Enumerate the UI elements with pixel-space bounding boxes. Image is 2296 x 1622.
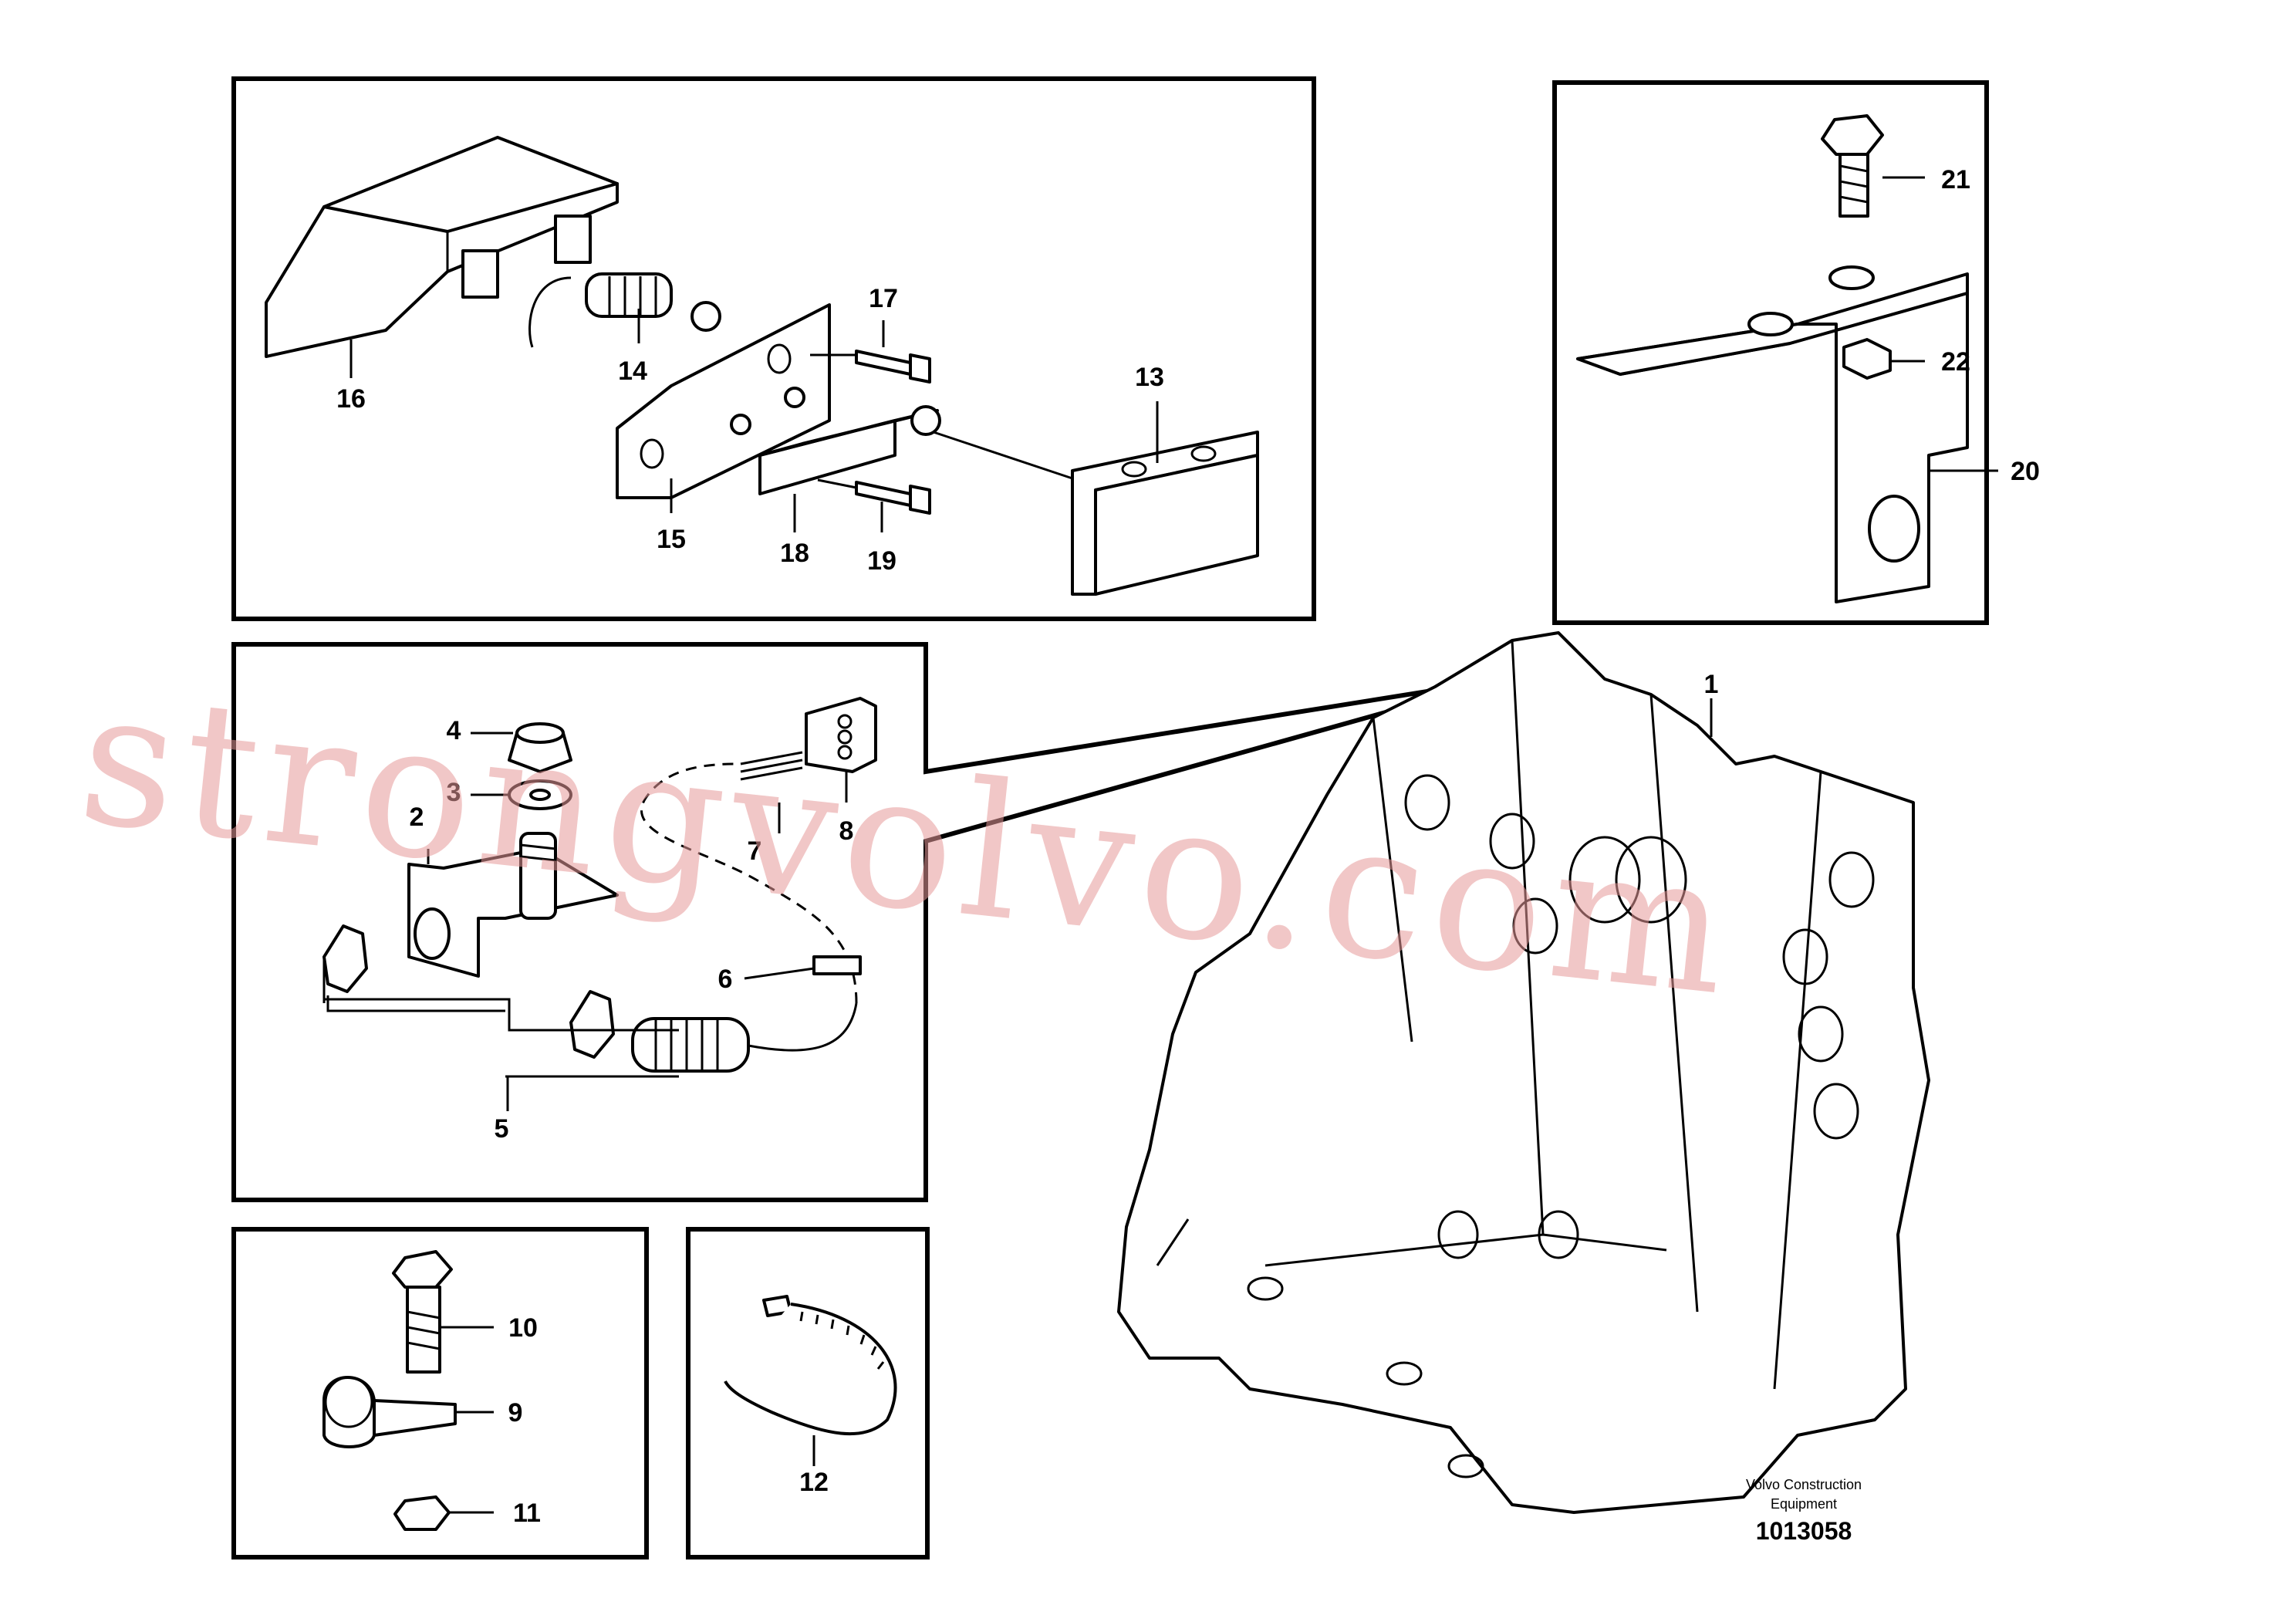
callout-11: 11 (513, 1499, 541, 1528)
panel-sensor-assembly (231, 642, 1505, 1202)
wire-harness-part (640, 751, 862, 1004)
callout-22: 22 (1941, 347, 1970, 377)
callout-13: 13 (1135, 363, 1164, 392)
panel-sensor-bracket (231, 76, 1316, 621)
callout-2: 2 (410, 803, 424, 832)
callout-12: 12 (799, 1468, 829, 1497)
bracket-part (407, 847, 619, 978)
plate-part (616, 303, 831, 499)
callout-9: 9 (508, 1398, 523, 1428)
panel-clamp (231, 1227, 649, 1559)
panel-plate-bracket (1552, 80, 1989, 625)
cover-part (265, 136, 619, 358)
panel-cable-tie (686, 1227, 930, 1559)
callout-18: 18 (780, 539, 809, 568)
callout-17: 17 (869, 284, 898, 313)
nut-part (508, 722, 572, 773)
callout-8: 8 (839, 816, 854, 846)
callout-labels: 1 2 3 4 5 6 7 8 9 10 11 12 13 14 15 16 1… (336, 165, 2040, 1528)
credit-line-1: Volvo Construction (1746, 1477, 1862, 1492)
sensor-part (528, 272, 721, 348)
credit-line-2: Equipment (1771, 1496, 1837, 1512)
bolt-part (810, 350, 941, 515)
callout-10: 10 (508, 1313, 538, 1343)
proximity-sensor-part (631, 1002, 858, 1073)
callout-7: 7 (748, 836, 762, 866)
cable-tie-part (724, 1295, 897, 1436)
stud-part (519, 832, 557, 920)
callout-14: 14 (618, 357, 647, 386)
angle-bracket-part (933, 431, 1259, 596)
nut-22-part (1842, 338, 1892, 380)
callout-20: 20 (2011, 457, 2040, 486)
callout-6: 6 (718, 965, 733, 994)
callout-5: 5 (495, 1114, 509, 1144)
clamp-9-part (322, 1376, 457, 1448)
connector-part (805, 697, 877, 773)
callout-3: 3 (447, 778, 461, 807)
front-frame-part (1117, 631, 1930, 1514)
callout-19: 19 (867, 546, 896, 576)
callout-1: 1 (1704, 670, 1719, 699)
nut-11-part (393, 1495, 451, 1531)
leader-lines (349, 176, 1998, 1514)
callout-15: 15 (657, 525, 686, 554)
callout-21: 21 (1941, 165, 1970, 194)
callout-4: 4 (447, 716, 461, 745)
callout-16: 16 (336, 384, 366, 414)
bolt-10-part (392, 1250, 453, 1374)
bolt-21-part (1821, 114, 1884, 218)
l-bracket-part (1576, 265, 1969, 603)
jam-nut-part (322, 924, 615, 1059)
document-number: 1013058 (1756, 1517, 1852, 1545)
